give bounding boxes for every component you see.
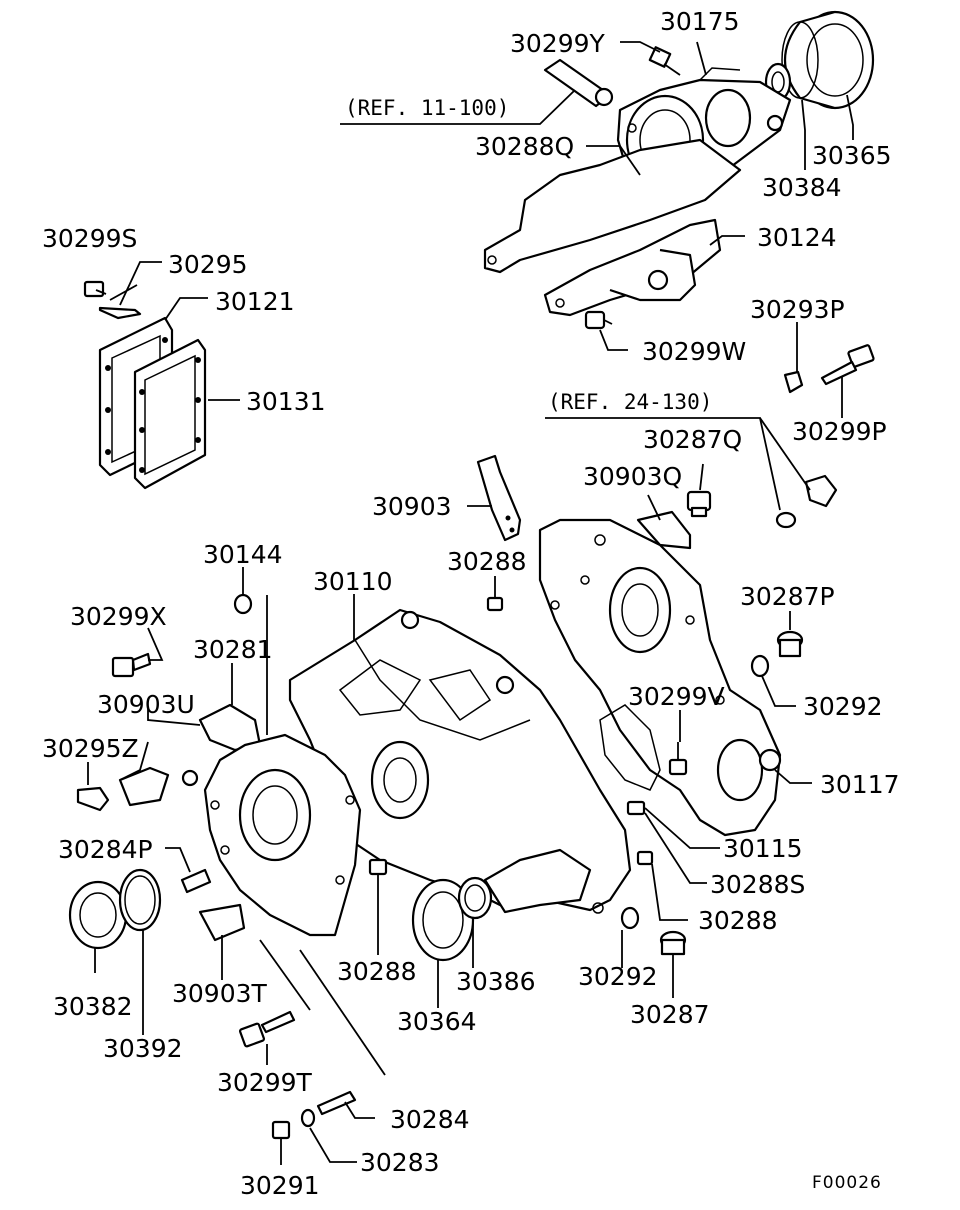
label-30392: 30392	[103, 1034, 183, 1063]
part-30287Q-plug	[686, 490, 712, 518]
label-30903T: 30903T	[172, 979, 268, 1008]
part-30299X-bolt	[111, 652, 152, 678]
label-30364: 30364	[397, 1007, 477, 1036]
label-30382: 30382	[53, 992, 133, 1021]
part-30124-bracket	[483, 138, 742, 317]
part-30288-pin-right	[636, 850, 654, 866]
label-30288-upper: 30288	[447, 547, 527, 576]
part-30292-washer-lower	[620, 906, 640, 930]
label-30287P: 30287P	[740, 582, 835, 611]
label-30299X: 30299X	[70, 602, 167, 631]
label-30288S: 30288S	[710, 870, 805, 899]
part-labels: (REF. 11-100) (REF. 24-130) 30299Y 30175…	[42, 7, 900, 1200]
label-30281: 30281	[193, 635, 273, 664]
part-30392-gasket	[118, 868, 162, 932]
part-30115-gasket	[599, 704, 661, 791]
label-30903Q: 30903Q	[583, 462, 682, 491]
part-30299W-bolt	[584, 310, 613, 330]
part-30903T-bracket	[198, 903, 246, 942]
part-30281-front-cover	[203, 733, 362, 937]
part-30386-ring	[457, 876, 493, 920]
part-30288-pin-middle	[368, 858, 388, 876]
part-30299S-bolt	[83, 280, 107, 298]
label-30175: 30175	[660, 7, 740, 36]
label-30284P: 30284P	[58, 835, 153, 864]
label-30295: 30295	[168, 250, 248, 279]
reference-ref-24-130: (REF. 24-130)	[548, 390, 712, 414]
part-30903-bracket	[476, 454, 522, 542]
part-30288-pin-upper	[486, 596, 504, 612]
part-30365-cover	[781, 10, 875, 110]
part-30284P-stud	[180, 868, 212, 894]
part-30299V-bolt	[668, 742, 688, 776]
part-30287P-plug	[776, 630, 804, 658]
label-30287: 30287	[630, 1000, 710, 1029]
label-30131: 30131	[246, 387, 326, 416]
part-30903Q-bracket	[636, 510, 692, 550]
part-ref24-130-sensor	[775, 474, 838, 529]
part-30295Z-clip	[76, 766, 199, 812]
label-30293P: 30293P	[750, 295, 845, 324]
label-30295Z: 30295Z	[42, 734, 139, 763]
part-30382-seal	[68, 880, 128, 950]
part-30110-transfer-case	[288, 608, 632, 914]
label-30299W: 30299W	[642, 337, 746, 366]
reference-ref-11-100: (REF. 11-100)	[345, 96, 509, 120]
label-30299S: 30299S	[42, 224, 137, 253]
part-30144-washer	[233, 593, 253, 615]
label-30292-upper: 30292	[803, 692, 883, 721]
part-30117-rear-case	[538, 518, 782, 837]
part-30288S-pin	[626, 800, 646, 816]
label-30291: 30291	[240, 1171, 320, 1200]
part-30293P-clip	[783, 370, 804, 394]
part-30287-plug	[659, 930, 687, 956]
part-30131-gasket	[133, 338, 207, 490]
part-ref11-100-tube	[543, 58, 614, 108]
label-30384: 30384	[762, 173, 842, 202]
label-30115: 30115	[723, 834, 803, 863]
label-30284: 30284	[390, 1105, 470, 1134]
part-30291-nut	[271, 1120, 291, 1140]
leader-lines	[87, 41, 854, 1165]
part-30299T-bolt	[238, 1010, 296, 1048]
part-30292-washer-upper	[750, 654, 770, 678]
label-30124: 30124	[757, 223, 837, 252]
label-30144: 30144	[203, 540, 283, 569]
label-30288-middle: 30288	[337, 957, 417, 986]
label-30287Q: 30287Q	[643, 425, 742, 454]
label-30299V: 30299V	[628, 682, 725, 711]
label-30386: 30386	[456, 967, 536, 996]
part-30283-washer	[300, 1108, 316, 1128]
label-30121: 30121	[215, 287, 295, 316]
label-30903: 30903	[372, 492, 452, 521]
label-30288-right: 30288	[698, 906, 778, 935]
part-30295-clip	[98, 306, 142, 320]
label-30283: 30283	[360, 1148, 440, 1177]
part-30299Y-bolt	[648, 46, 681, 76]
part-30299P-bolt	[820, 344, 875, 386]
label-30110: 30110	[313, 567, 393, 596]
label-30299Y: 30299Y	[510, 29, 606, 58]
label-30288Q: 30288Q	[475, 132, 574, 161]
label-30299T: 30299T	[217, 1068, 313, 1097]
label-30292-lower: 30292	[578, 962, 658, 991]
label-30299P: 30299P	[792, 417, 887, 446]
label-30903U: 30903U	[97, 690, 195, 719]
part-30284-stud	[316, 1090, 357, 1116]
figure-code: F00026	[812, 1173, 882, 1193]
label-30365: 30365	[812, 141, 892, 170]
label-30117: 30117	[820, 770, 900, 799]
